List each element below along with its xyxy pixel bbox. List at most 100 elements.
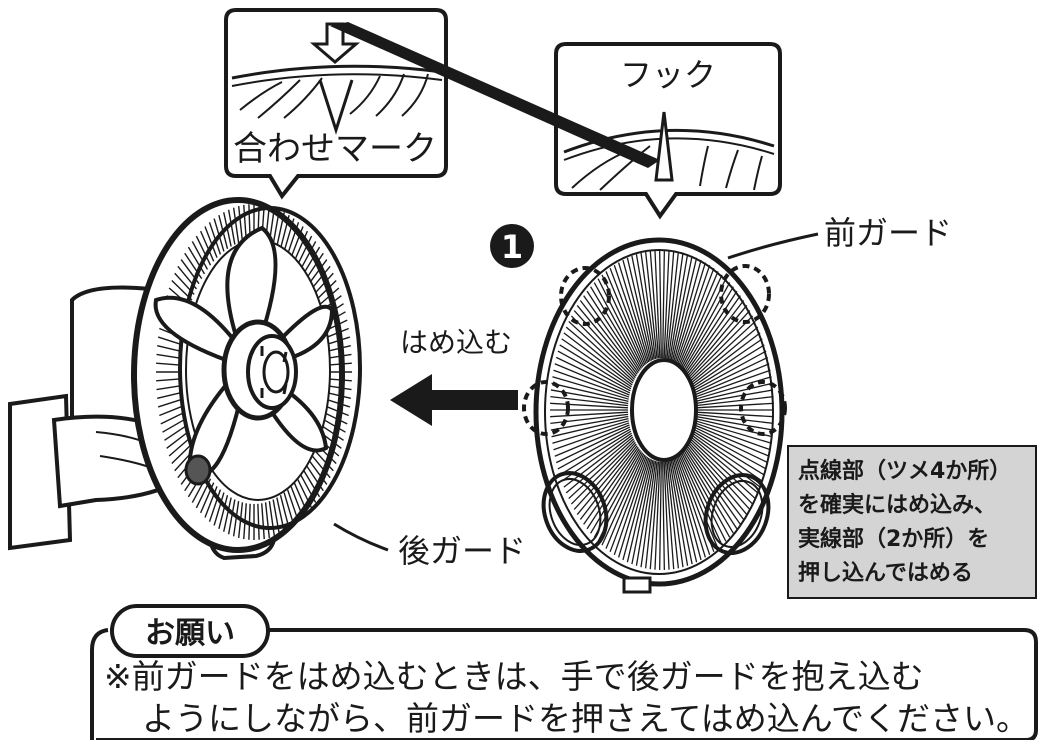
guard-rib (684, 290, 738, 372)
guard-rib (671, 257, 698, 361)
guard-rib (327, 353, 352, 359)
guard-rib (691, 332, 761, 386)
hook-icon (654, 111, 674, 182)
hook-label: フック (620, 56, 716, 94)
guard-rib (605, 271, 646, 366)
guard-rib (326, 391, 351, 399)
guard-rib (156, 385, 181, 391)
guard-rib (237, 205, 244, 242)
guard-rib (686, 445, 745, 520)
guard-rib (622, 259, 651, 362)
guard-rib (686, 300, 745, 375)
guard-rib (157, 391, 182, 399)
guard-rib (609, 267, 647, 365)
guard-rib (557, 428, 631, 470)
guard-rib (310, 454, 331, 479)
guard-rib (667, 460, 684, 568)
guard-rib (670, 459, 693, 565)
guard-rib (213, 492, 225, 526)
guard-rib (299, 474, 317, 503)
guard-rib (678, 454, 719, 549)
notice-line-2: ようにしながら、前ガードを押さえてはめ込んでください。 (142, 699, 1029, 738)
guard-rib (302, 246, 321, 275)
guard-rib (695, 389, 774, 405)
guard-rib (305, 464, 324, 492)
push-in-label: はめ込む (400, 326, 512, 359)
guard-rib (554, 424, 630, 457)
guard-rib (204, 226, 218, 258)
guard-rib (243, 204, 247, 241)
guard-rib (586, 290, 640, 372)
guard-rib (208, 489, 222, 522)
guard-rib (662, 250, 665, 359)
guard-rib (553, 422, 630, 451)
instruction-line-2: を確実にはめ込み、 (798, 492, 996, 518)
guard-rib (293, 482, 309, 514)
guard-rib (664, 461, 675, 570)
guard-rib (223, 212, 232, 247)
guard-rib (677, 267, 715, 365)
guard-rib (283, 492, 295, 526)
guard-rib (168, 437, 191, 457)
guard-rib (573, 310, 636, 379)
guard-rib (695, 402, 774, 409)
guard-rib (553, 369, 630, 398)
guard-rib (218, 495, 229, 530)
guard-rib (305, 252, 324, 280)
guard-rib (213, 218, 225, 252)
guard-rib (565, 326, 634, 384)
guard-rib (218, 214, 229, 249)
guard-rib (689, 438, 756, 500)
guard-rib (568, 320, 635, 382)
guard-rib (324, 412, 348, 425)
guard-rib (325, 405, 349, 417)
guard-rib (684, 448, 738, 530)
guard-rib (690, 436, 759, 494)
guard-rib (692, 430, 765, 476)
guard-rib (317, 287, 340, 307)
guard-rib (327, 385, 352, 391)
guard-rib (617, 262, 650, 363)
guard-rib (683, 286, 734, 371)
guard-rib (313, 449, 334, 472)
guard-rib (622, 458, 651, 561)
guard-rib (687, 443, 748, 515)
guard-rib (554, 363, 630, 396)
guard-rib (276, 497, 285, 532)
notice-panel: お願い ※前ガードをはめ込むときは、手で後ガードを抱え込む ようにしながら、前ガ… (90, 604, 1038, 742)
guard-rib (299, 241, 317, 270)
front-guard-label: 前ガード (824, 214, 952, 252)
guard-rib (264, 502, 271, 539)
guard-rib (669, 460, 689, 566)
guard-rib (663, 461, 670, 570)
guard-rib (695, 395, 774, 407)
guard-rib (680, 278, 727, 368)
guard-rib (675, 456, 711, 555)
guard-rib (583, 446, 639, 525)
rear-guard-label: 後ガード (398, 532, 526, 570)
guard-rib (327, 362, 352, 366)
guard-rib (573, 441, 636, 510)
guard-rib (688, 310, 751, 379)
guard-rib (695, 415, 774, 431)
front-guard-ribs (550, 250, 774, 570)
guard-rib (685, 446, 741, 525)
guard-rib (227, 209, 236, 245)
guard-rib (326, 398, 351, 408)
guard-rib (609, 455, 647, 553)
guard-rib (199, 482, 215, 514)
guard-rib (232, 207, 240, 243)
guard-rib (694, 363, 770, 396)
guard-rib (631, 255, 654, 361)
guard-rib (174, 272, 195, 295)
guard-rib (673, 458, 702, 561)
guard-rib (685, 295, 741, 374)
guard-rib (659, 250, 662, 359)
guard-rib (597, 278, 644, 368)
guard-rib (640, 252, 657, 360)
guard-rib (279, 214, 290, 249)
guard-rib (276, 212, 285, 247)
guard-rib (664, 250, 675, 359)
guard-rib (590, 286, 641, 371)
